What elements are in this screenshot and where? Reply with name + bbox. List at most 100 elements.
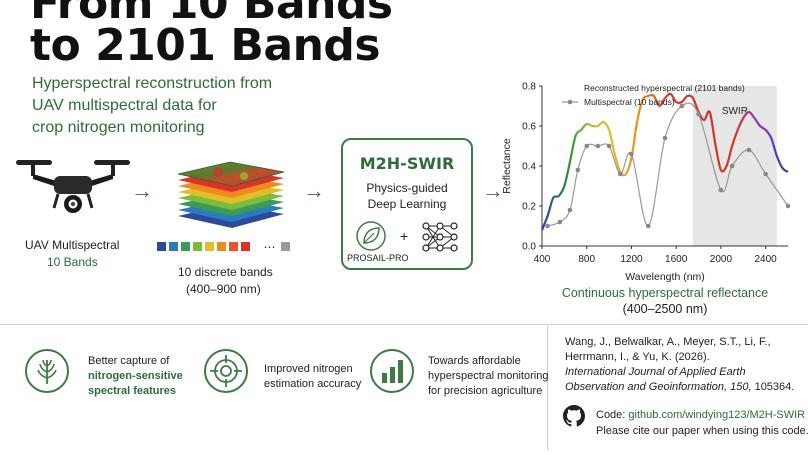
neural-network-icon <box>422 222 458 252</box>
subtitle-line-3: crop nitrogen monitoring <box>32 119 205 136</box>
github-icon[interactable] <box>563 405 585 427</box>
y-tick-label: 0.6 <box>522 122 536 133</box>
multispectral-point <box>696 111 701 117</box>
legend-point-multispectral <box>567 99 573 105</box>
bands-range: (400–900 nm) <box>186 282 261 296</box>
cite-note: Please cite our paper when using this co… <box>596 425 808 437</box>
x-tick-label: 2000 <box>710 254 733 265</box>
legend-label-multispectral: Multispectral (10 bands) <box>584 97 675 107</box>
citation-authors-1: Wang, J., Belwalkar, A., Meyer, S.T., Li… <box>565 336 771 348</box>
arrow-icon: → <box>482 178 504 203</box>
plus-sign: + <box>400 228 409 244</box>
citation-journal-1: International Journal of Applied Earth <box>565 366 746 378</box>
multispectral-point <box>662 135 668 141</box>
multispectral-point <box>645 223 651 229</box>
band-swatch <box>193 242 202 252</box>
model-desc: Physics-guided Deep Learning <box>343 180 471 212</box>
citation-journal-2-wrap: Observation and Geoinformation, 150, 105… <box>565 380 800 395</box>
model-box: M2H-SWIR Physics-guided Deep Learning + … <box>341 138 473 270</box>
citation: Wang, J., Belwalkar, A., Meyer, S.T., Li… <box>565 335 800 395</box>
column-divider <box>547 326 548 450</box>
multispectral-point <box>617 171 623 177</box>
feature-spectral-line-3: spectral features <box>88 385 177 397</box>
code-label: Code: <box>596 409 629 421</box>
feature-accuracy-line-2: estimation accuracy <box>264 378 362 390</box>
uav-bands-label: 10 Bands <box>47 255 98 269</box>
band-swatch <box>229 242 238 252</box>
band-swatch <box>205 242 214 252</box>
feature-affordable: Towards affordable hyperspectral monitor… <box>428 354 548 399</box>
x-tick-label: 800 <box>578 254 595 265</box>
band-swatch <box>157 242 166 252</box>
multispectral-point <box>595 143 601 149</box>
multispectral-point <box>606 143 612 149</box>
drone-icon <box>16 160 130 213</box>
chart-caption: Continuous hyperspectral reflectance (40… <box>540 285 790 317</box>
feature-accuracy-line-1: Improved nitrogen <box>264 363 353 375</box>
x-tick-label: 1600 <box>665 254 688 265</box>
x-tick-label: 2400 <box>755 254 778 265</box>
multispectral-point <box>557 219 563 225</box>
citation-pages: 105364. <box>751 381 795 393</box>
citation-authors-2: Herrmann, I., & Yu, K. (2026). <box>565 351 710 363</box>
uav-label: UAV Multispectral <box>25 238 120 252</box>
subtitle-line-1: Hyperspectral reconstruction from <box>32 75 273 92</box>
y-tick-label: 0.0 <box>522 242 536 253</box>
model-desc-line-1: Physics-guided <box>366 181 448 195</box>
y-tick-label: 0.2 <box>522 202 536 213</box>
band-swatch <box>181 242 190 252</box>
title-line-2: to 2101 Bands <box>30 20 381 71</box>
x-tick-label: 400 <box>534 254 551 265</box>
multispectral-point <box>746 147 752 153</box>
bands-label: 10 discrete bands <box>178 265 273 279</box>
swir-label: SWIR <box>722 106 748 117</box>
code-link-line: Code: github.com/windying123/M2H-SWIR Pl… <box>596 407 808 439</box>
y-axis-label: Reflectance <box>501 138 513 194</box>
band-swatch <box>217 242 226 252</box>
feature-affordable-line-2: hyperspectral monitoring <box>428 370 549 382</box>
feature-accuracy: Improved nitrogen estimation accuracy <box>264 362 361 392</box>
multispectral-point <box>629 151 634 157</box>
y-tick-label: 0.4 <box>522 162 536 173</box>
band-swatch <box>169 242 178 252</box>
arrow-icon: → <box>131 178 153 203</box>
arrow-icon: → <box>303 178 325 203</box>
band-swatches: ⋯ <box>157 238 293 256</box>
chart-caption-line-2: (400–2500 nm) <box>622 302 708 316</box>
feature-affordable-line-1: Towards affordable <box>428 355 521 367</box>
bar-chart-icon <box>370 349 414 393</box>
model-name: M2H-SWIR <box>359 154 455 173</box>
band-swatch <box>281 242 291 252</box>
multispectral-point <box>785 203 791 209</box>
feature-spectral-line-1: Better capture of <box>88 355 170 367</box>
subtitle: Hyperspectral reconstruction from UAV mu… <box>32 73 332 139</box>
multispectral-point <box>584 143 590 149</box>
bands-ellipsis: ⋯ <box>263 240 276 254</box>
multispectral-point <box>545 223 550 229</box>
chart-caption-line-1: Continuous hyperspectral reflectance <box>561 286 769 300</box>
wheat-plant-icon <box>25 349 69 393</box>
feature-spectral: Better capture of nitrogen-sensitive spe… <box>88 354 183 399</box>
subtitle-line-2: UAV multispectral data for <box>32 97 217 114</box>
section-divider <box>0 324 808 325</box>
x-axis-label: Wavelength (nm) <box>625 271 705 282</box>
band-stack-icon <box>177 161 285 228</box>
multispectral-point <box>729 163 735 169</box>
feature-spectral-line-2: nitrogen-sensitive <box>88 370 183 382</box>
prosail-label: PROSAIL-PRO <box>347 253 409 263</box>
band-swatch <box>241 242 250 252</box>
multispectral-point <box>718 187 724 193</box>
multispectral-point <box>567 207 573 213</box>
title-line-1: From 10 Bands <box>30 0 393 29</box>
legend-label-reconstructed: Reconstructed hyperspectral (2101 bands) <box>584 83 745 93</box>
series-reconstructed-line <box>540 92 789 231</box>
feature-affordable-line-3: for precision agriculture <box>428 385 543 397</box>
multispectral-point <box>575 167 581 173</box>
code-url-link[interactable]: github.com/windying123/M2H-SWIR <box>628 409 806 421</box>
citation-journal-2: Observation and Geoinformation, 150, <box>565 381 752 393</box>
leaf-icon <box>356 221 386 251</box>
target-icon <box>204 349 248 393</box>
model-desc-line-2: Deep Learning <box>367 197 447 211</box>
multispectral-point <box>679 103 685 109</box>
